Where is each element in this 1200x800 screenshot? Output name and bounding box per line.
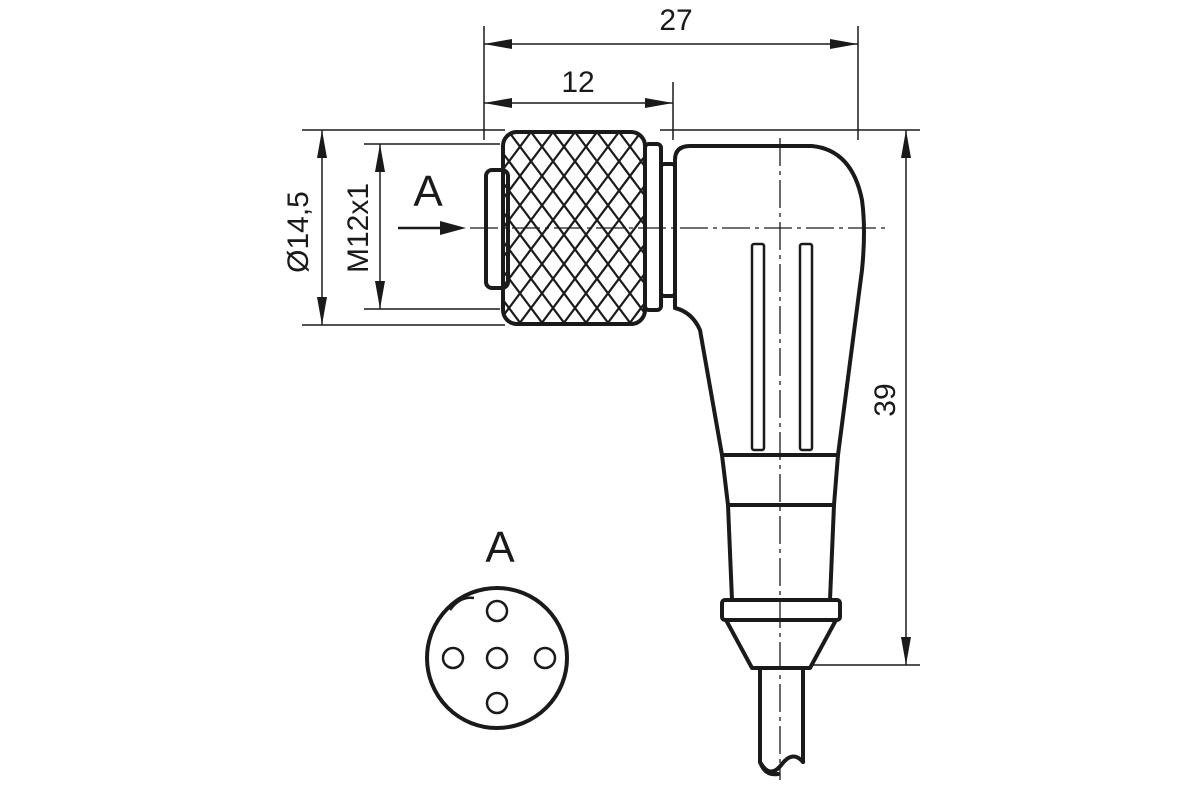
knurl-line <box>503 132 598 324</box>
dimension-12-label: 12 <box>561 66 594 99</box>
knurl-line <box>530 132 645 324</box>
pin-left <box>441 646 465 670</box>
knurl-line <box>503 132 642 324</box>
pin-bottom <box>485 691 509 715</box>
knurl-line <box>503 132 544 324</box>
cable-strain-relief <box>720 453 842 670</box>
dimension-39-label: 39 <box>869 383 902 416</box>
dimension-12: 12 <box>484 66 674 140</box>
knurl-line <box>503 132 554 324</box>
knurl-line <box>508 132 645 324</box>
knurl-line <box>503 132 588 324</box>
dimension-27-label: 27 <box>659 4 692 37</box>
view-a-pin-face: A <box>425 523 569 730</box>
knurl-line <box>518 132 645 324</box>
knurl-line <box>540 132 645 324</box>
view-arrow-a: A <box>398 167 466 235</box>
pin-top <box>485 599 509 623</box>
pin-center <box>485 646 509 670</box>
angled-housing <box>673 144 866 457</box>
knurl-line <box>596 132 645 324</box>
dimension-27: 27 <box>483 4 859 140</box>
knurl-line <box>552 132 645 324</box>
knurl-line <box>574 132 645 324</box>
knurl-line <box>606 132 645 324</box>
knurl-line <box>503 132 620 324</box>
knurl-pattern <box>503 132 961 324</box>
dimension-thread: M12x1 <box>342 143 500 310</box>
socket-face <box>484 168 510 290</box>
pin-right <box>533 646 557 670</box>
dimension-diameter-label: Ø14,5 <box>282 191 315 273</box>
knurl-line <box>503 132 576 324</box>
dimension-39: 39 <box>660 129 920 666</box>
knurl-line <box>503 132 632 324</box>
knurl-line <box>503 132 610 324</box>
knurl-line <box>562 132 645 324</box>
knurl-line <box>817 132 961 324</box>
dimension-thread-label: M12x1 <box>342 183 375 273</box>
view-a-title: A <box>485 523 515 572</box>
knurl-line <box>503 132 532 324</box>
view-marker-label: A <box>413 167 443 216</box>
dimension-diameter: Ø14,5 <box>282 129 505 326</box>
cable <box>758 666 805 777</box>
nut-ring <box>643 142 677 312</box>
knurl-line <box>584 132 645 324</box>
knurl-line <box>503 132 566 324</box>
center-lines <box>470 138 885 780</box>
